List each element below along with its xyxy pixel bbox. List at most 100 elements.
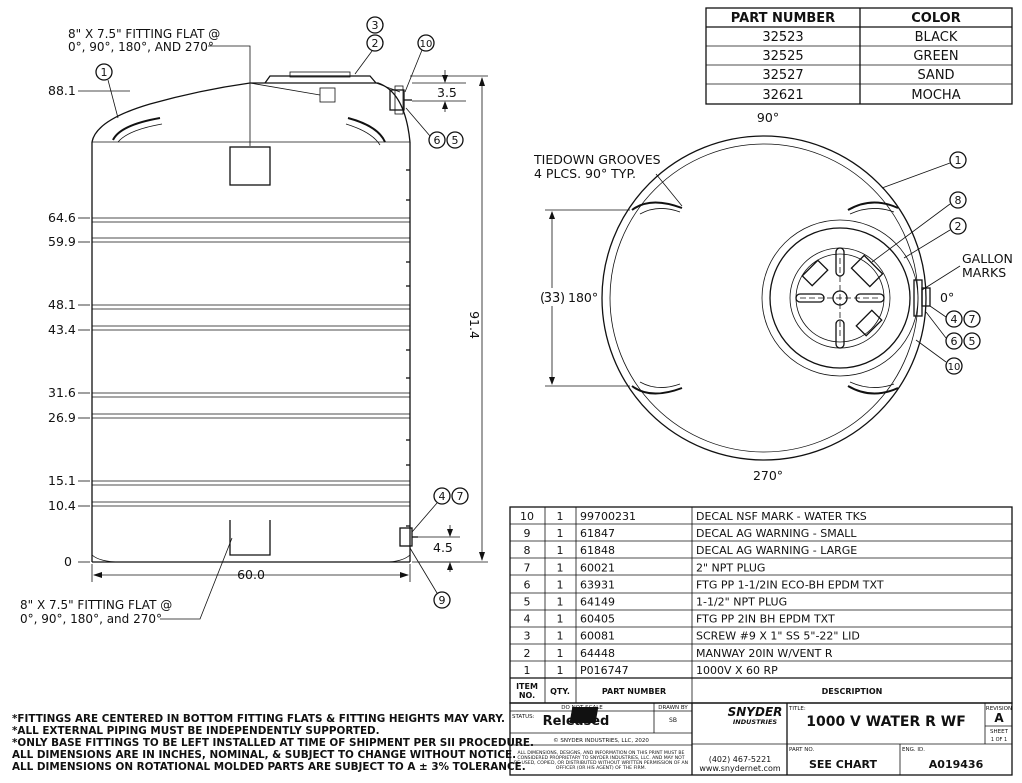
revision-label: REVISION [986, 706, 1012, 712]
bom-qty: 1 [557, 630, 564, 643]
part-number-cell: 32523 [762, 30, 803, 45]
bom-part-number: 61848 [580, 544, 615, 557]
note-line: *ONLY BASE FITTINGS TO BE LEFT INSTALLED… [12, 737, 534, 749]
bill-of-materials [509, 506, 1013, 704]
balloon-label: 10 [948, 362, 961, 373]
manway-outer-ring [761, 219, 919, 377]
fine-print-line3: BE USED, COPIED, OR DISTRIBUTED WITHOUT … [514, 760, 688, 766]
gallon-note-line1: GALLON [962, 251, 1013, 266]
eng-id-label: ENG. ID. [902, 747, 925, 753]
overall-height-label: 91.4 [467, 311, 482, 339]
manway [264, 75, 377, 84]
diameter-ref-label: 33 [544, 291, 561, 306]
color-cell: GREEN [913, 49, 958, 64]
balloon-label: 1 [955, 154, 962, 167]
bom-item-no: 7 [524, 561, 531, 574]
balloon-label: 2 [955, 220, 962, 233]
bom-header-part: PART NUMBER [602, 687, 666, 696]
balloon-7 [963, 310, 981, 328]
decal-small [855, 309, 883, 337]
width-dimension: 60.0 [91, 564, 411, 582]
tank-dome [91, 82, 411, 143]
color-cell: SAND [917, 68, 954, 83]
drawing-title: 1000 V WATER R WF [806, 714, 966, 730]
part-color-table: PART NUMBER COLOR 32523 BLACK 32525 GREE… [705, 7, 1013, 105]
balloon-2 [366, 34, 384, 52]
balloon-1 [949, 151, 967, 169]
bom-item-no: 5 [524, 596, 531, 609]
balloon-label: 5 [969, 335, 976, 348]
vent [319, 87, 336, 103]
balloon-3 [366, 16, 384, 34]
bom-item-no: 3 [524, 630, 531, 643]
fine-print-line1: ALL DIMENSIONS, DESIGNS, AND INFORMATION… [518, 750, 685, 756]
general-notes: *FITTINGS ARE CENTERED IN BOTTOM FITTING… [12, 713, 534, 773]
bom-part-number: 61847 [580, 527, 615, 540]
bom-description: DECAL AG WARNING - SMALL [696, 527, 857, 540]
bom-header-desc: DESCRIPTION [822, 687, 883, 696]
tiedown-note-line1: TIEDOWN GROOVES [533, 152, 661, 167]
balloon-label: 2 [372, 37, 379, 50]
balloon-label: 7 [969, 313, 976, 326]
bom-part-number: 60081 [580, 630, 615, 643]
bottom-fitting-note-line2: 0°, 90°, 180°, and 270° [20, 612, 162, 626]
balloon-8 [949, 191, 967, 209]
top-view-balloons: 1 8 2 4 7 6 5 10 [871, 151, 981, 375]
part-number-cell: 32527 [762, 68, 803, 83]
height-label: 64.6 [48, 210, 76, 225]
bom-description: 1-1/2" NPT PLUG [696, 596, 787, 609]
sheet-value: 1 OF 1 [991, 737, 1007, 743]
balloon-label: 4 [439, 490, 446, 503]
bom-item-no: 9 [524, 527, 531, 540]
angle-0-label: 0° [940, 290, 954, 305]
tank-outline-top [601, 135, 927, 461]
bom-qty: 1 [557, 510, 564, 523]
top-fitting-offset-dimension: 3.5 [412, 70, 466, 112]
balloon-label: 6 [434, 134, 441, 147]
diameter-paren-close: ) [560, 291, 565, 306]
bottom-fitting-note-line1: 8" X 7.5" FITTING FLAT @ [20, 598, 172, 612]
width-label: 60.0 [237, 567, 265, 582]
balloon-4 [433, 487, 451, 505]
bom-part-number: 63931 [580, 578, 615, 591]
bom-qty: 1 [557, 527, 564, 540]
sheet-label: SHEET [990, 729, 1009, 735]
angle-270-label: 270° [753, 468, 783, 483]
bom-qty: 1 [557, 613, 564, 626]
bom-part-number: 64448 [580, 647, 615, 660]
bottom-fitting-offset-dimension: 4.5 [418, 525, 460, 572]
drawn-by-label: DRAWN BY [658, 705, 688, 711]
bom-qty: 1 [557, 544, 564, 557]
balloon-10 [417, 34, 435, 52]
snyder-logo: SII SNYDER INDUSTRIES [569, 705, 783, 726]
bom-header-qty: QTY. [550, 687, 570, 696]
bom-part-number: 64149 [580, 596, 615, 609]
balloon-label: 5 [452, 134, 459, 147]
bom-item-no: 2 [524, 647, 531, 660]
logo-badge [569, 707, 599, 723]
gallon-note-line2: MARKS [962, 265, 1006, 280]
bom-description: MANWAY 20IN W/VENT R [696, 647, 833, 660]
bom-description: DECAL AG WARNING - LARGE [696, 544, 857, 557]
bom-qty: 1 [557, 578, 564, 591]
balloon-6 [945, 332, 963, 350]
height-label: 10.4 [48, 498, 76, 513]
rib-bands [92, 217, 410, 507]
height-label: 88.1 [48, 83, 76, 98]
logo-name: SNYDER [728, 705, 783, 719]
decal-small [801, 259, 829, 287]
part-no-label: PART NO. [789, 747, 814, 753]
color-cell: MOCHA [911, 88, 960, 103]
fitting-flat-bottom [229, 520, 271, 556]
phone: (402) 467-5221 [709, 755, 772, 764]
balloon-6 [428, 131, 446, 149]
balloon-9 [433, 591, 451, 609]
bottom-fitting-offset-label: 4.5 [433, 540, 453, 555]
color-header: COLOR [911, 11, 960, 26]
balloon-10 [945, 357, 963, 375]
balloon-2 [949, 217, 967, 235]
balloon-label: 1 [101, 66, 108, 79]
bom-description: DECAL NSF MARK - WATER TKS [696, 510, 867, 523]
overall-height-dimension: 91.4 [410, 75, 488, 563]
fine-print-line4: OFFICER (OR HIS AGENT) OF THE FIRM. [556, 765, 646, 771]
